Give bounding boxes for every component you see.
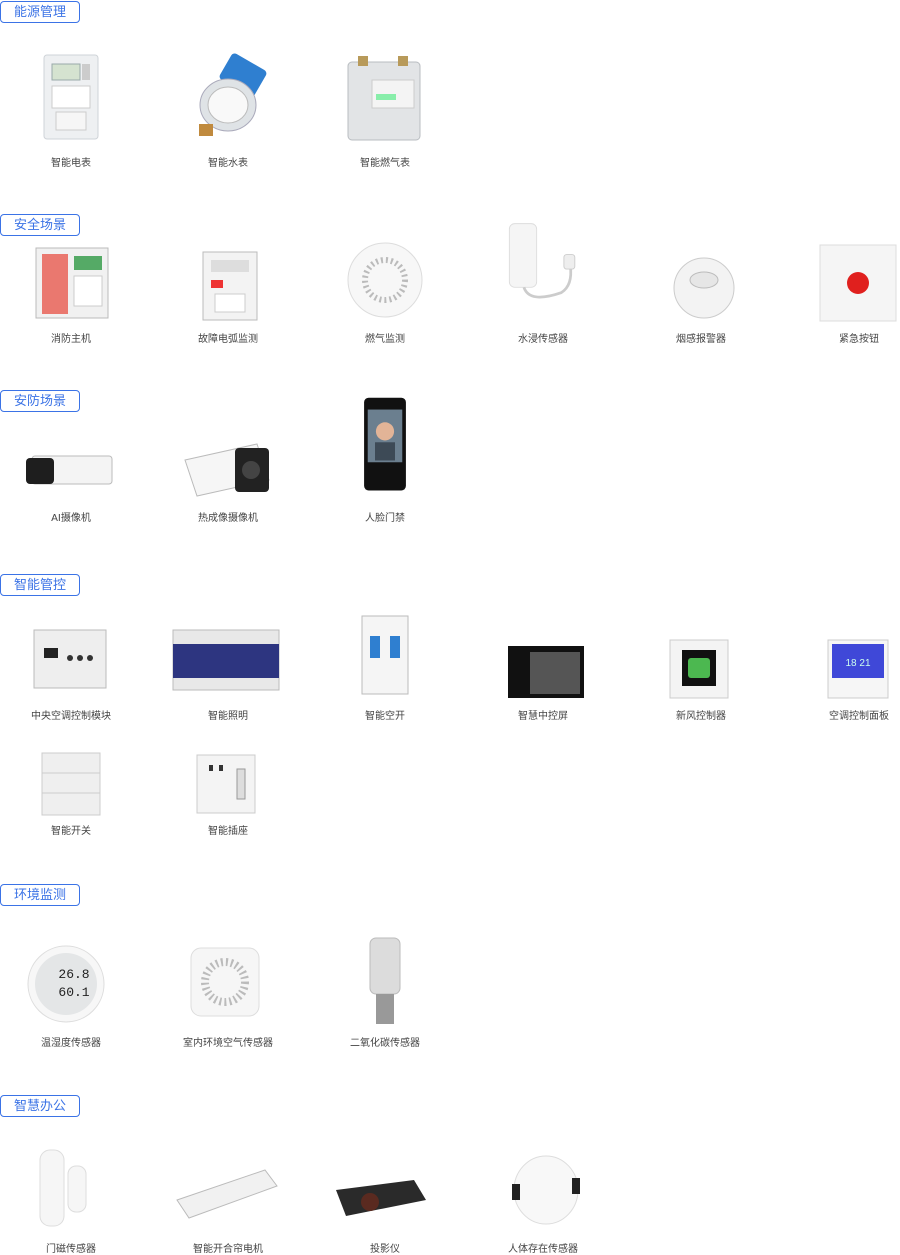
- product-label: 智能照明: [208, 711, 248, 722]
- product-label: 水浸传感器: [518, 334, 568, 345]
- control-screen-icon: [508, 646, 584, 698]
- section-tag-office[interactable]: 智慧办公: [0, 1095, 81, 1117]
- product-label: 新风控制器: [676, 711, 726, 722]
- section-tag-energy[interactable]: 能源管理: [0, 1, 81, 23]
- fresh-air-panel-icon: [669, 639, 729, 699]
- curtain-motor-icon: [176, 1169, 278, 1219]
- product-label: 门磁传感器: [46, 1244, 96, 1255]
- product-label: 智能电表: [51, 158, 91, 169]
- product-label: 人体存在传感器: [508, 1244, 578, 1255]
- door-sensor-icon: [39, 1149, 87, 1227]
- product-label: 智能开合帘电机: [193, 1244, 263, 1255]
- ac-panel-readout: 18 21: [845, 658, 870, 669]
- water-meter-icon: [199, 53, 267, 136]
- product-label: 智能水表: [208, 158, 248, 169]
- co2-probe-icon: [369, 937, 401, 1024]
- fire-panel-icon: [35, 247, 109, 319]
- product-label: 投影仪: [370, 1244, 400, 1255]
- product-label: 智能燃气表: [360, 158, 410, 169]
- product-label: 人脸门禁: [365, 513, 405, 524]
- humidity-readout: 60.1: [58, 985, 89, 1000]
- thermometer-sensor-icon: 26.8 60.1: [27, 945, 105, 1023]
- section-tag-control[interactable]: 智能管控: [0, 574, 81, 596]
- face-terminal-icon: [364, 397, 406, 491]
- product-label: 故障电弧监测: [198, 334, 258, 345]
- socket-icon: [196, 754, 256, 814]
- product-label: 二氧化碳传感器: [350, 1038, 420, 1049]
- bullet-camera-icon: [26, 455, 113, 485]
- gas-meter-icon: [347, 56, 421, 141]
- product-label: 温湿度传感器: [41, 1038, 101, 1049]
- product-label: 室内环境空气传感器: [183, 1038, 273, 1049]
- lighting-module-icon: [172, 629, 280, 691]
- section-tag-security[interactable]: 安防场景: [0, 390, 81, 412]
- projector-icon: [336, 1180, 426, 1216]
- electric-meter-icon: [43, 54, 99, 140]
- section-tag-safety[interactable]: 安全场景: [0, 214, 81, 236]
- wall-switch-icon: [41, 752, 101, 816]
- product-label: 消防主机: [51, 334, 91, 345]
- gas-detector-icon: [347, 242, 423, 318]
- product-label: 智能空开: [365, 711, 405, 722]
- water-sensor-icon: [508, 223, 576, 299]
- product-label: 智能开关: [51, 826, 91, 837]
- product-label: 燃气监测: [365, 334, 405, 345]
- product-label: 烟感报警器: [676, 334, 726, 345]
- arc-monitor-icon: [202, 251, 258, 321]
- hvac-module-icon: [33, 629, 107, 689]
- product-label: 空调控制面板: [829, 711, 889, 722]
- air-sensor-icon: [190, 947, 260, 1017]
- product-label: AI摄像机: [51, 513, 91, 524]
- product-label: 中央空调控制模块: [31, 711, 111, 722]
- temp-readout: 26.8: [58, 967, 89, 982]
- product-label: 紧急按钮: [839, 334, 879, 345]
- product-label: 智慧中控屏: [518, 711, 568, 722]
- breaker-icon: [361, 615, 409, 695]
- smoke-detector-icon: [673, 257, 735, 319]
- product-label: 智能插座: [208, 826, 248, 837]
- ac-panel-icon: 18 21: [827, 639, 889, 699]
- section-tag-environment[interactable]: 环境监测: [0, 884, 81, 906]
- product-label: 热成像摄像机: [198, 513, 258, 524]
- presence-sensor-icon: [512, 1155, 580, 1225]
- thermal-camera-icon: [184, 443, 270, 497]
- emergency-button-icon: [819, 244, 897, 322]
